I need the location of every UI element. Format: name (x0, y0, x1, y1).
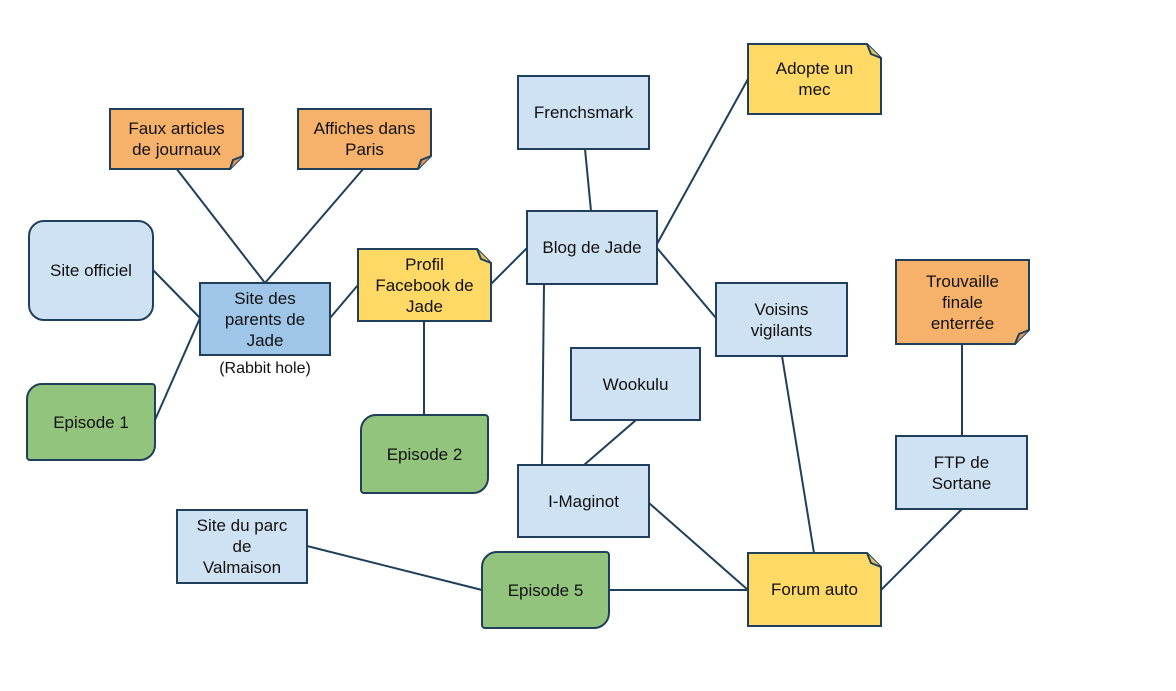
node-adopte-un-mec[interactable]: Adopte un mec (747, 43, 882, 115)
edge-faux-articles-site-parents (175, 167, 266, 284)
note-shape (895, 259, 1030, 345)
node-label: Faux articles de journaux (128, 119, 225, 159)
edge-imaginot-forum (648, 502, 749, 591)
node-wookulu[interactable]: Wookulu (570, 347, 701, 421)
node-trouvaille-finale[interactable]: Trouvaille finale enterrée (895, 259, 1030, 345)
node-episode-5[interactable]: Episode 5 (481, 551, 610, 629)
edge-site-parents-profil-facebook (329, 284, 359, 319)
node-site-des-parents[interactable]: Site des parents de Jade (199, 282, 331, 356)
node-caption-rabbit-hole: (Rabbit hole) (219, 360, 311, 377)
edge-blog-voisins (656, 247, 717, 319)
edge-profil-facebook-blog (489, 247, 528, 286)
note-shape (109, 108, 244, 170)
edge-frenchsmark-blog (584, 148, 592, 212)
node-episode-1[interactable]: Episode 1 (26, 383, 156, 461)
note-shape (747, 552, 882, 627)
node-affiches-dans-paris[interactable]: Affiches dans Paris (297, 108, 432, 170)
note-shape (297, 108, 432, 170)
node-label: Profil Facebook de Jade (375, 254, 474, 316)
edge-episode1-site-parents (154, 317, 201, 421)
edge-ftp-forum (880, 508, 963, 591)
node-label: Forum auto (771, 580, 858, 599)
note-shape (357, 248, 492, 322)
node-faux-articles[interactable]: Faux articles de journaux (109, 108, 244, 170)
edge-site-officiel-site-parents (152, 269, 201, 319)
node-profil-facebook[interactable]: Profil Facebook de Jade (357, 248, 492, 322)
node-forum-auto[interactable]: Forum auto (747, 552, 882, 627)
edge-wookulu-imaginot (583, 419, 637, 466)
node-site-du-parc[interactable]: Site du parc de Valmaison (176, 509, 308, 584)
edge-blog-imaginot (541, 283, 545, 466)
node-label: Affiches dans Paris (313, 119, 416, 159)
node-episode-2[interactable]: Episode 2 (360, 414, 489, 494)
edge-voisins-forum (781, 355, 815, 554)
node-frenchsmark[interactable]: Frenchsmark (517, 75, 650, 150)
edge-site-parc-episode5 (306, 545, 483, 591)
edge-affiches-site-parents (264, 167, 365, 284)
note-shape (747, 43, 882, 115)
node-label: Trouvaille finale enterrée (925, 271, 1000, 333)
node-ftp-de-sortane[interactable]: FTP de Sortane (895, 435, 1028, 510)
edge-blog-adopte (656, 78, 749, 245)
node-voisins-vigilants[interactable]: Voisins vigilants (715, 282, 848, 357)
node-label: Adopte un mec (775, 59, 854, 99)
node-site-officiel[interactable]: Site officiel (28, 220, 154, 321)
node-blog-de-jade[interactable]: Blog de Jade (526, 210, 658, 285)
node-i-maginot[interactable]: I-Maginot (517, 464, 650, 538)
